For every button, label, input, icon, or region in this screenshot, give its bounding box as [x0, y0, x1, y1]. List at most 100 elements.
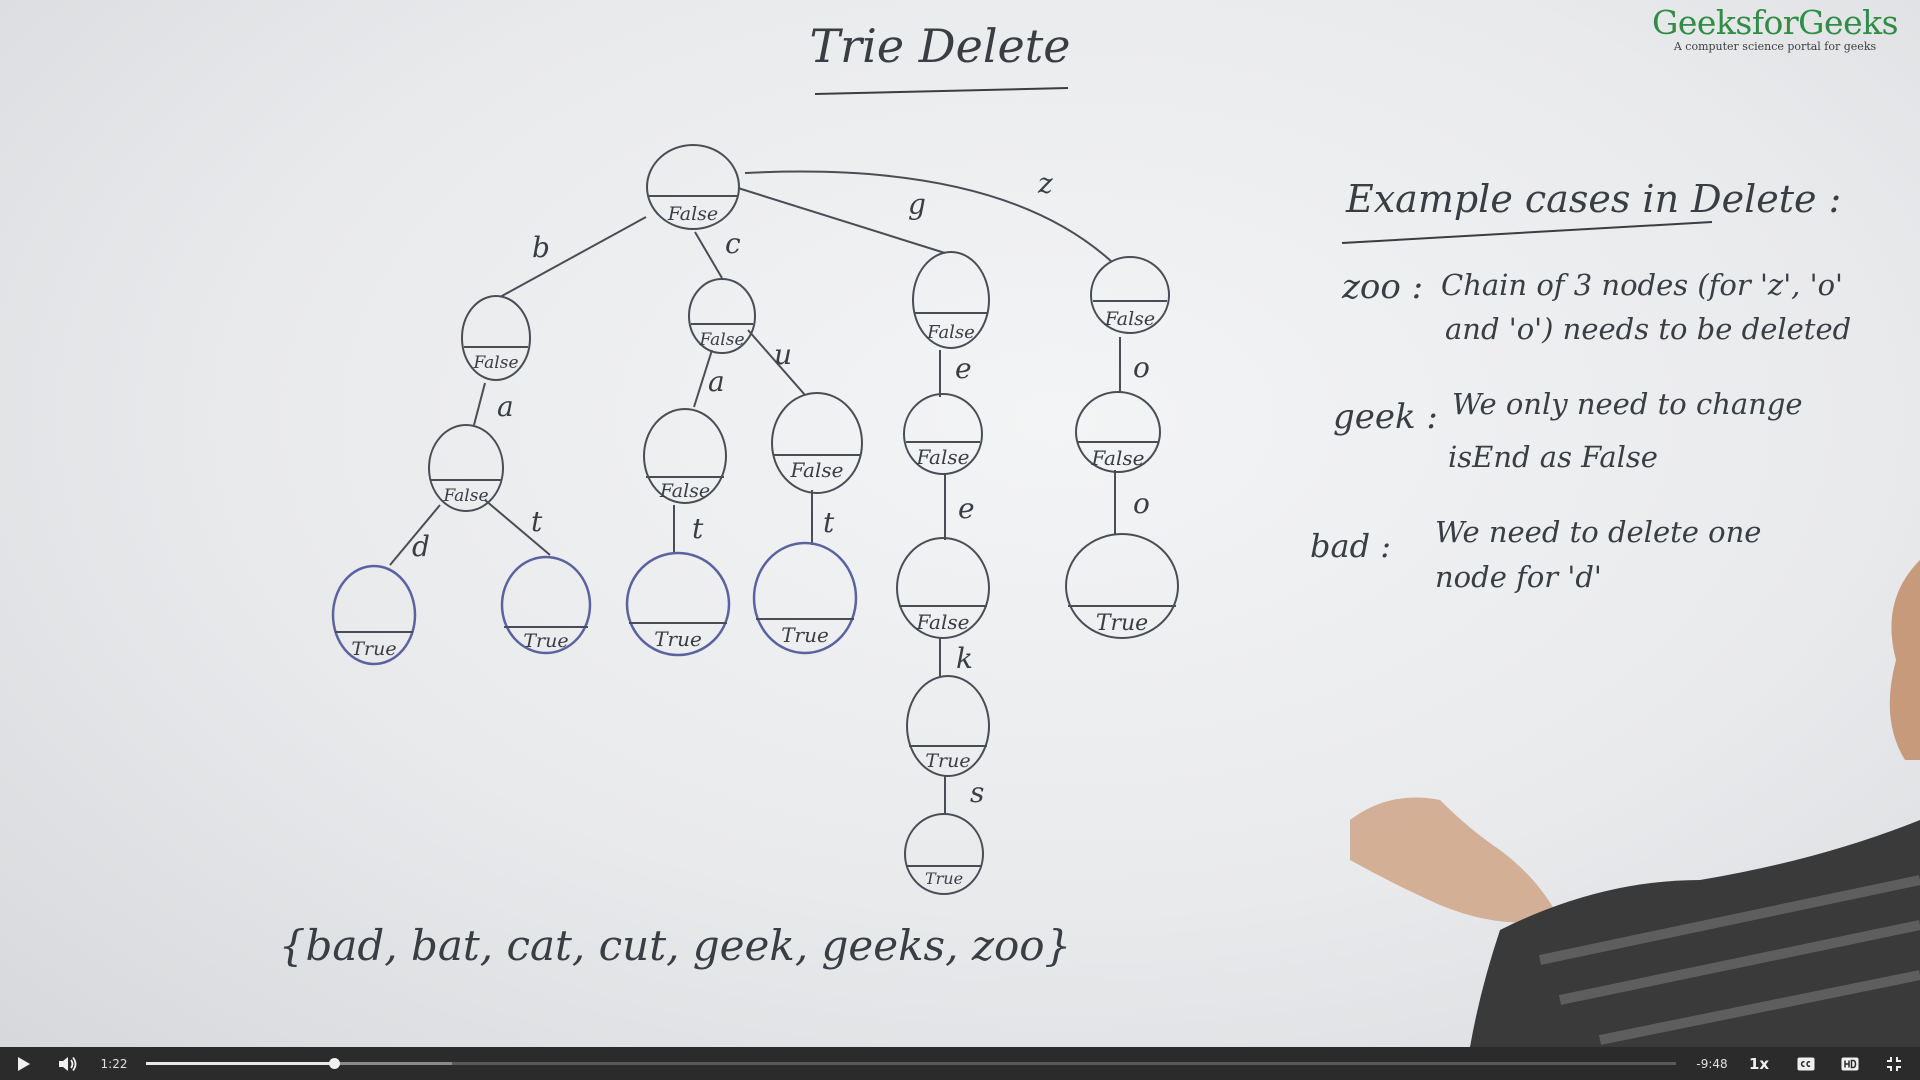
trie-node: False [896, 537, 990, 639]
case-word: bad : [1310, 527, 1391, 565]
edge-char: d [412, 530, 430, 563]
trie-node: False [688, 278, 756, 354]
gfg-logo: GeeksforGeeks A computer science portal … [1640, 3, 1910, 54]
case-line: Chain of 3 nodes (for 'z', 'o' [1441, 268, 1843, 302]
player-controls: 1:22 -9:48 1x [0, 1047, 1920, 1080]
trie-node: True [904, 813, 984, 895]
logo-tagline: A computer science portal for geeks [1673, 40, 1877, 53]
play-icon [18, 1056, 30, 1071]
edge-char: a [708, 365, 725, 398]
node-flag: False [699, 330, 745, 350]
remaining-time: -9:48 [1696, 1056, 1728, 1071]
edge-char: u [774, 338, 792, 371]
word-set: {bad, bat, cat, cut, geek, geeks, zoo} [279, 921, 1072, 970]
trie-edge-line [473, 382, 486, 426]
node-flag: True [925, 869, 963, 888]
edge-labels: b c g z a d t a u t t e e k s o o [412, 167, 1150, 809]
case-word: zoo : [1341, 267, 1423, 307]
play-button[interactable] [2, 1047, 46, 1080]
captions-icon [1797, 1057, 1815, 1070]
edge-char: t [692, 512, 704, 545]
case-line: and 'o') needs to be deleted [1445, 312, 1851, 346]
node-flag: False [659, 480, 710, 502]
node-flag: False [916, 445, 970, 469]
trie-edge-line [694, 231, 723, 279]
edge-char: o [1133, 351, 1150, 384]
trie-edge-line [499, 216, 647, 298]
node-flag: True [523, 630, 568, 652]
edge-char: s [970, 776, 984, 809]
node-flag: True [1096, 611, 1148, 636]
trie-edges [389, 170, 1121, 815]
node-flag: True [351, 638, 396, 660]
progress-handle[interactable] [329, 1058, 341, 1069]
edge-char: k [956, 642, 973, 675]
edge-char: t [823, 506, 835, 539]
trie-node: False [1090, 256, 1170, 334]
case-line: node for 'd' [1435, 560, 1602, 594]
hd-icon [1841, 1057, 1859, 1070]
captions-button[interactable] [1784, 1047, 1828, 1080]
node-flag: True [925, 750, 970, 772]
trie-node: False [646, 144, 740, 230]
edge-char: z [1037, 167, 1053, 200]
fullscreen-button[interactable] [1872, 1047, 1916, 1080]
edge-char: e [958, 492, 975, 525]
title-underline [814, 87, 1069, 95]
trie-edge-line [484, 499, 551, 556]
case-line: We need to delete one [1435, 515, 1761, 549]
node-flag: False [1104, 308, 1155, 330]
edge-char: b [532, 231, 550, 264]
node-flag: False [1091, 446, 1145, 470]
trie-node: True [906, 675, 990, 777]
volume-icon [59, 1056, 77, 1071]
current-time: 1:22 [100, 1056, 128, 1071]
trie-node: True [625, 551, 731, 657]
edge-char: g [908, 188, 926, 221]
case-word: geek : [1333, 397, 1438, 437]
edge-char: a [497, 390, 514, 423]
playback-speed-button[interactable]: 1x [1734, 1047, 1784, 1080]
whiteboard-frame: Trie Delete [0, 0, 1920, 1047]
trie-node: False [903, 393, 983, 475]
whiteboard-drawing: Trie Delete [279, 19, 1920, 1047]
case-line: We only need to change [1452, 387, 1803, 421]
trie-node: False [1075, 391, 1161, 473]
case-bad: bad : We need to delete one node for 'd' [1310, 515, 1761, 594]
edge-char: o [1133, 487, 1150, 520]
playback-speed-label: 1x [1748, 1054, 1770, 1073]
trie-edge-line [747, 329, 806, 396]
progress-played [146, 1062, 335, 1065]
trie-node: True [752, 541, 858, 655]
trie-nodes: False False False False [331, 144, 1179, 895]
case-line: isEnd as False [1448, 440, 1658, 474]
node-flag: False [667, 203, 718, 225]
trie-edge-line [744, 170, 1113, 263]
logo-name: GeeksforGeeks [1651, 3, 1899, 42]
trie-node: False [912, 251, 990, 349]
edge-char: c [725, 227, 741, 260]
trie-node: False [771, 392, 863, 494]
trie-node: True [500, 555, 592, 655]
trie-node: False [461, 295, 531, 381]
node-flag: False [790, 458, 844, 482]
case-zoo: zoo : Chain of 3 nodes (for 'z', 'o' and… [1341, 267, 1851, 346]
node-flag: True [654, 627, 702, 651]
board-title: Trie Delete [810, 19, 1071, 73]
edge-char: e [955, 352, 972, 385]
node-flag: False [473, 353, 519, 373]
trie-edge-line [389, 504, 441, 566]
volume-button[interactable] [46, 1047, 90, 1080]
trie-node: False [643, 408, 727, 504]
cases-underline [1341, 221, 1713, 244]
progress-bar[interactable] [146, 1058, 1676, 1069]
case-geek: geek : We only need to change isEnd as F… [1333, 387, 1803, 474]
node-flag: True [781, 623, 829, 647]
node-flag: False [443, 486, 489, 506]
trie-edge-line [693, 349, 713, 408]
trie-node: False [428, 424, 504, 512]
node-flag: False [926, 322, 975, 343]
trie-node: True [1065, 533, 1179, 639]
quality-button[interactable] [1828, 1047, 1872, 1080]
